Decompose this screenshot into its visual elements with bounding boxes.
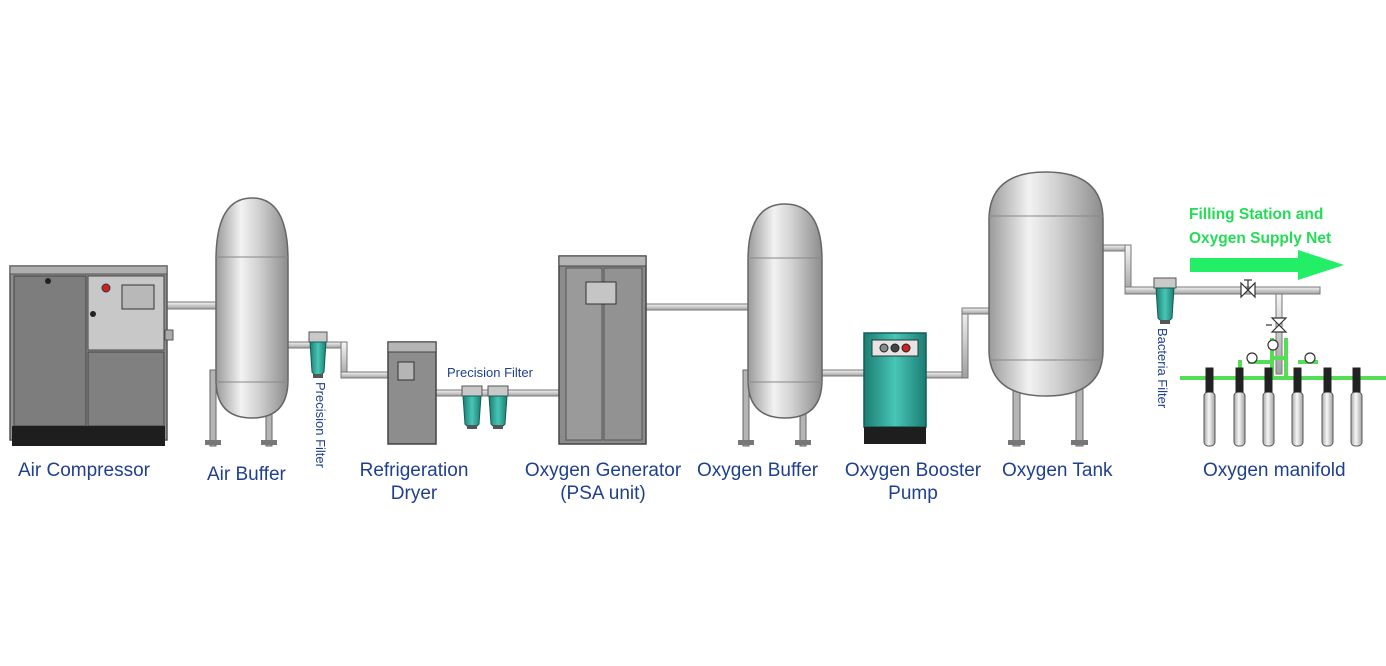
- label-oxygen-tank: Oxygen Tank: [1002, 460, 1113, 481]
- valve-icon: [1240, 279, 1288, 333]
- callout-line1: Filling Station and: [1189, 206, 1324, 223]
- label-precision-filter-2: Precision Filter: [447, 365, 533, 380]
- cylinder-valves: [1205, 367, 1361, 393]
- callout-filling-station: Filling Station and Oxygen Supply Net: [1189, 203, 1331, 251]
- arrow-right-icon: [1190, 250, 1344, 280]
- label-oxygen-booster-pump: Oxygen Booster Pump: [836, 459, 990, 505]
- oxygen-generator-graphic: [558, 255, 647, 445]
- air-compressor-graphic: [9, 265, 174, 446]
- air-buffer-graphic: [205, 197, 289, 447]
- label-oxygen-manifold: Oxygen manifold: [1203, 460, 1346, 481]
- pipes: [165, 244, 1321, 397]
- oxygen-booster-pump-graphic: [863, 332, 927, 444]
- oxygen-buffer-graphic: [738, 203, 823, 447]
- label-refrigeration-dryer-line1: Refrigeration: [359, 460, 469, 481]
- pressure-gauge-icon: [1246, 339, 1316, 364]
- callout-line2: Oxygen Supply Net: [1189, 230, 1332, 247]
- label-oxygen-booster-line1: Oxygen Booster: [844, 460, 982, 481]
- oxygen-manifold-graphic: [1180, 338, 1386, 447]
- label-bacteria-filter: Bacteria Filter: [1155, 328, 1170, 409]
- gas-cylinders: [1203, 391, 1363, 447]
- precision-filter-1-graphic: [308, 331, 328, 378]
- bacteria-filter-graphic: [1153, 277, 1177, 324]
- label-oxygen-buffer: Oxygen Buffer: [697, 460, 819, 481]
- label-oxygen-booster-line2: Pump: [888, 483, 938, 504]
- label-refrigeration-dryer-line2: Dryer: [390, 483, 438, 504]
- label-air-buffer: Air Buffer: [207, 464, 286, 485]
- precision-filter-2-graphic: [461, 385, 509, 429]
- label-precision-filter-1: Precision Filter: [313, 382, 328, 468]
- label-refrigeration-dryer: Refrigeration Dryer: [352, 459, 476, 505]
- label-oxygen-generator-line1: Oxygen Generator: [524, 460, 682, 481]
- label-oxygen-generator: Oxygen Generator (PSA unit): [514, 459, 692, 505]
- label-air-compressor: Air Compressor: [18, 460, 150, 481]
- label-oxygen-generator-line2: (PSA unit): [560, 483, 646, 504]
- refrigeration-dryer-graphic: [387, 341, 437, 445]
- oxygen-tank-graphic: [988, 171, 1104, 447]
